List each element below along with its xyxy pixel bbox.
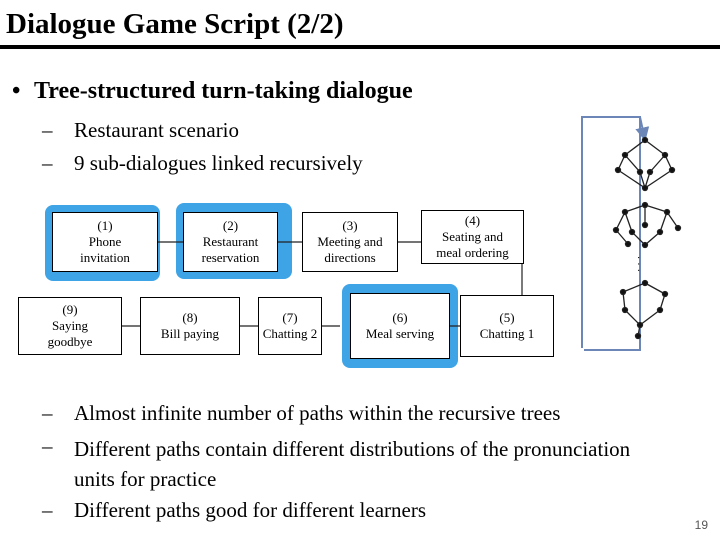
dash-icon: – [42, 151, 53, 175]
box-number: (1) [97, 218, 113, 233]
main-bullet-text: Tree-structured turn-taking dialogue [34, 78, 413, 104]
slide-title: Dialogue Game Script (2/2) [6, 8, 344, 40]
box-label-line2: goodbye [47, 334, 93, 349]
sub-bullet-line2: units for practice [74, 467, 217, 491]
dash-icon: – [42, 498, 53, 522]
main-bullet: • Tree-structured turn-taking dialogue [12, 78, 413, 105]
box-label-line2: reservation [201, 250, 260, 265]
box-label-line2: directions [324, 250, 376, 265]
page-number: 19 [694, 518, 708, 532]
box-label-line2: meal ordering [436, 245, 509, 260]
box-label-line1: Meeting and [317, 234, 383, 249]
box-label-line1: Restaurant [202, 234, 259, 249]
sub-bullet-text: Different paths contain different distri… [74, 434, 630, 494]
box-label-line1: Phone [88, 234, 122, 249]
dash-icon: – [42, 434, 53, 458]
subdialogue-box-5: (5) Chatting 1 [460, 295, 554, 357]
sub-bullet-learners: – Different paths good for different lea… [42, 498, 426, 523]
subdialogue-box-8: (8) Bill paying [140, 297, 240, 355]
box-label-line1: Seating and [441, 229, 503, 244]
box-number: (5) [499, 310, 515, 325]
sub-bullet-text: Different paths good for different learn… [74, 498, 427, 522]
dash-icon: – [42, 118, 53, 142]
box-label-line1: Bill paying [160, 326, 220, 341]
box-label-line1: Meal serving [365, 326, 435, 341]
dash-icon: – [42, 401, 53, 425]
box-number: (2) [222, 218, 239, 233]
subdialogue-box-6: (6) Meal serving [350, 293, 450, 359]
sub-bullet-distributions: – Different paths contain different dist… [42, 434, 712, 494]
box-label-line2: invitation [80, 250, 130, 265]
subdialogue-box-2: (2) Restaurant reservation [183, 212, 278, 272]
box-number: (8) [182, 310, 198, 325]
box-number: (6) [392, 310, 408, 325]
sub-bullet-text: Restaurant scenario [74, 118, 240, 142]
sub-bullet-text: 9 sub-dialogues linked recursively [74, 151, 363, 175]
box-number: (3) [342, 218, 358, 233]
subdialogue-box-9: (9) Saying goodbye [18, 297, 122, 355]
sub-bullet-text: Almost infinite number of paths within t… [74, 401, 561, 425]
box-number: (9) [62, 302, 78, 317]
subdialogue-box-1: (1) Phone invitation [52, 212, 158, 272]
box-label-line1: Chatting 2 [262, 326, 318, 341]
title-divider [0, 45, 720, 49]
tree-ellipsis: . . . [635, 256, 646, 272]
box-label-line1: Saying [51, 318, 89, 333]
subdialogue-box-3: (3) Meeting and directions [302, 212, 398, 272]
box-number: (4) [464, 213, 481, 228]
subdialogue-box-4: (4) Seating and meal ordering [421, 210, 524, 264]
sub-bullet-line1: Different paths contain different distri… [74, 437, 631, 461]
sub-bullet-paths: – Almost infinite number of paths within… [42, 401, 560, 426]
sub-bullet-restaurant: – Restaurant scenario [42, 118, 239, 143]
sub-bullet-subdialogues: – 9 sub-dialogues linked recursively [42, 151, 363, 176]
subdialogue-box-7: (7) Chatting 2 [258, 297, 322, 355]
box-label-line1: Chatting 1 [479, 326, 535, 341]
box-number: (7) [282, 310, 298, 325]
bullet-dot-icon: • [12, 78, 21, 104]
